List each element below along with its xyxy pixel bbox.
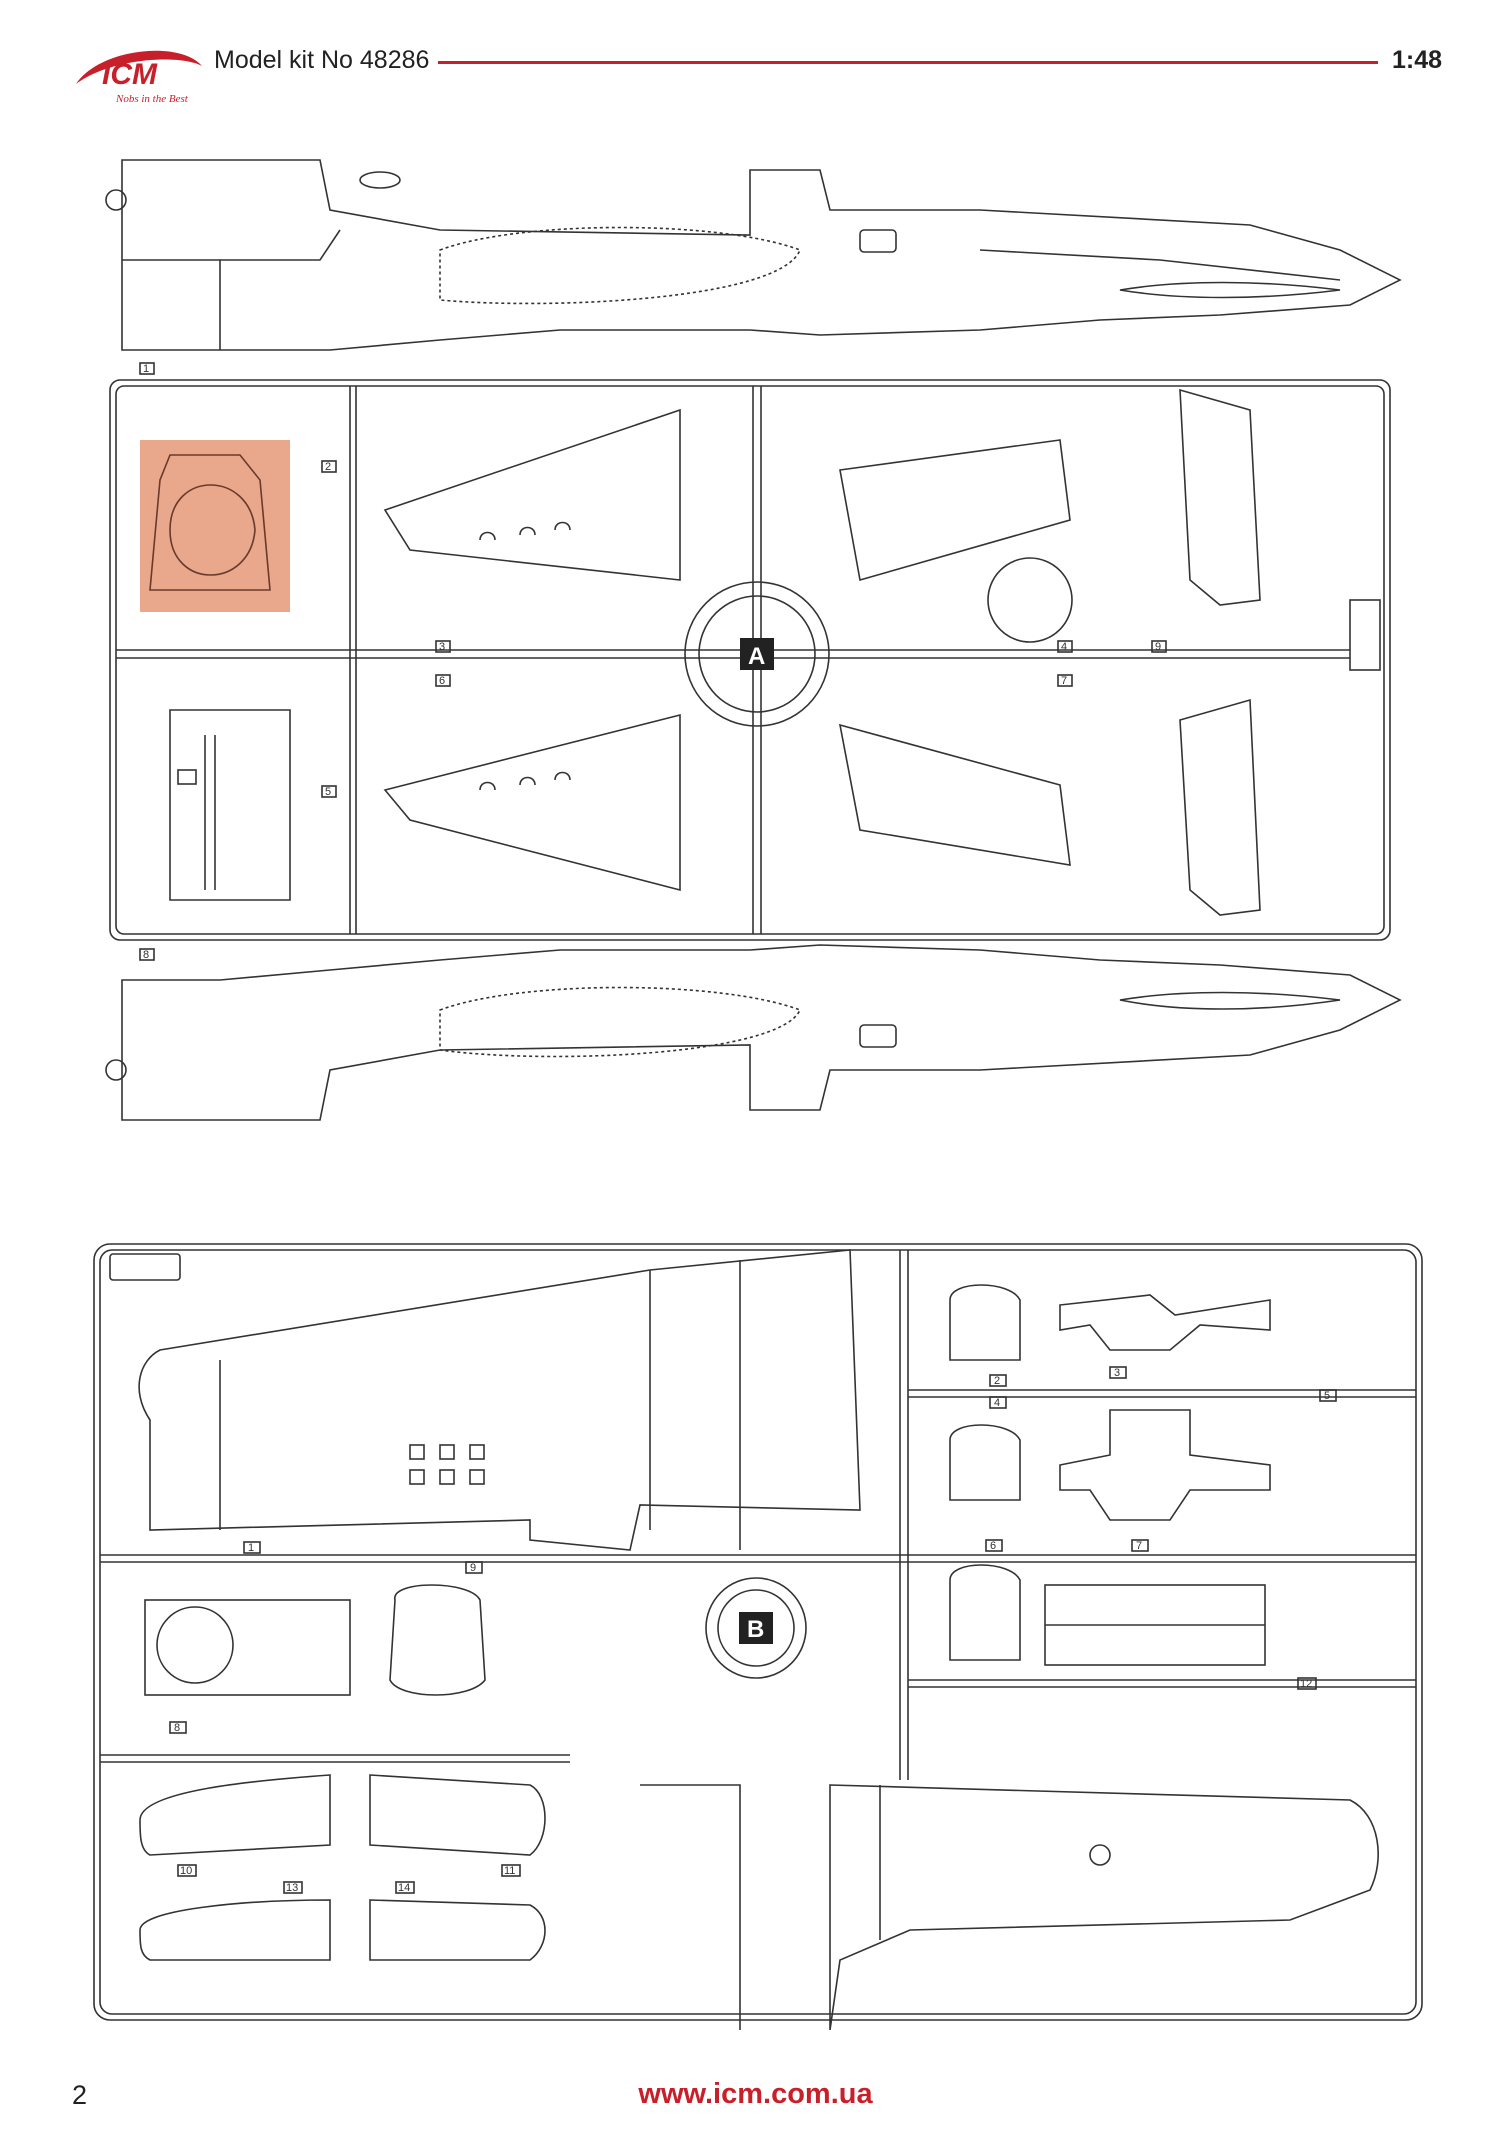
sprue-b: 1 2 3 4 5 6 7 8 9 10 11 12 13 14 B [90,1240,1430,2030]
sprue-b-part-2: 2 [994,1375,1000,1387]
sprue-a-part-7: 7 [1061,675,1067,687]
sprue-b-part-5: 5 [1324,1390,1330,1402]
sprue-b-frame [93,1243,1423,2021]
scale-label: 1:48 [1392,46,1443,74]
sprue-b-label-box [739,1612,773,1644]
sprue-b-part-4: 4 [994,1397,1000,1409]
sprue-b-part-10: 10 [180,1865,192,1877]
sprue-a-part-3: 3 [439,641,445,653]
header-divider [438,61,1378,64]
sprue-b-part-8: 8 [174,1722,180,1734]
highlighted-part [140,440,290,612]
sprue-a-label: A [748,643,765,670]
sprue-a-label-box [740,638,774,670]
sprue-a-part-1: 1 [143,363,149,375]
sprue-a-part-2: 2 [325,461,331,473]
sprue-b-part-12: 12 [1300,1678,1312,1690]
sprue-a-part-8: 8 [143,949,149,961]
sprue-b-part-6: 6 [990,1540,996,1552]
sprue-a-fuselage-top [105,159,1402,351]
sprue-a-part-9: 9 [1155,641,1161,653]
sprue-b-part-1: 1 [248,1542,254,1554]
sprue-a-fuselage-bottom [105,944,1402,1121]
sprue-a-part-numbers: 1 2 3 4 5 6 7 8 9 [139,362,1167,961]
kit-title: Model kit No 48286 [214,46,430,74]
page-number: 2 [72,2080,88,2110]
sprue-b-part-3: 3 [1114,1367,1120,1379]
sprue-b-part-numbers: 1 2 3 4 5 6 7 8 9 10 11 12 13 14 [169,1366,1337,1894]
sprue-b-part-11: 11 [504,1865,515,1877]
sprue-b-part-14: 14 [398,1882,410,1894]
website-link[interactable]: www.icm.com.ua [638,2078,873,2110]
sprue-a-part-6: 6 [439,675,445,687]
sprue-b-part-7: 7 [1136,1540,1142,1552]
icm-logo: ICM Nobs in the Best [70,40,210,110]
sprue-b-part-13: 13 [286,1882,298,1894]
svg-text:ICM: ICM [102,58,158,91]
sprue-a-part-5: 5 [325,786,331,798]
svg-text:Nobs in the Best: Nobs in the Best [115,93,189,105]
sprue-a-frame [109,379,1391,941]
page-header: ICM Nobs in the Best Model kit No 48286 … [0,0,1511,120]
sprue-b-part-9: 9 [470,1562,476,1574]
sprue-b-label: B [747,1616,764,1643]
sprue-a-part-4: 4 [1061,641,1067,653]
sprue-a: 1 2 3 4 5 6 7 8 9 A [100,150,1420,1190]
